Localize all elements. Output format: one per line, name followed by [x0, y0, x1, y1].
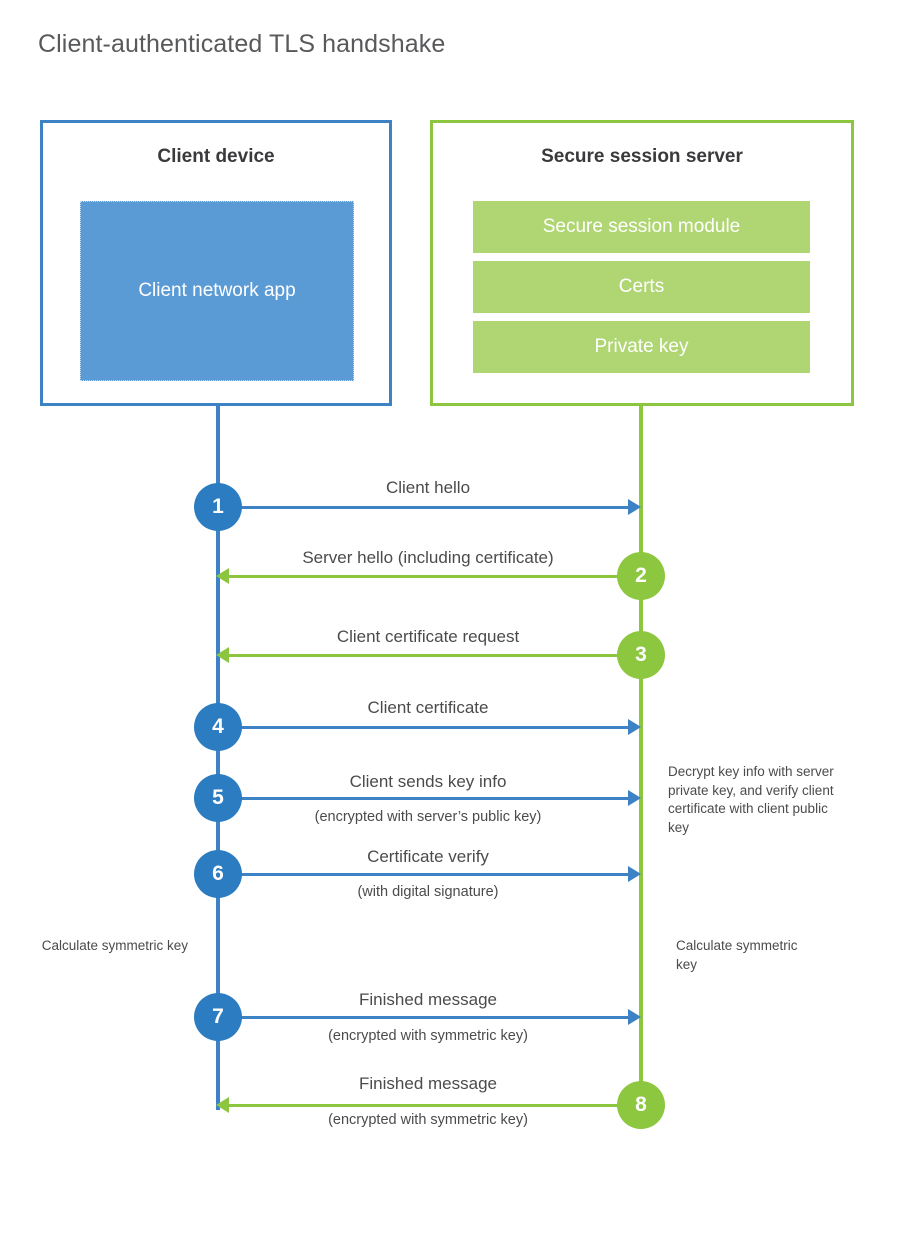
message-line-7: [218, 1016, 628, 1019]
annotation-client-calculate-symmetric-key: Calculate symmetric key: [41, 938, 188, 953]
message-line-8: [228, 1104, 641, 1107]
message-line-5: [218, 797, 628, 800]
secure-session-server-title: Secure session server: [541, 146, 743, 167]
server-lifeline: [639, 403, 643, 1107]
message-label-2: Server hello (including certificate): [302, 548, 554, 567]
message-label-5: Client sends key info: [349, 772, 507, 791]
message-label-6: Certificate verify: [367, 847, 489, 866]
client-network-app-block: Client network app: [80, 201, 354, 381]
step-badge-1[interactable]: 1: [194, 483, 242, 531]
arrow-head-right-7: [628, 1009, 641, 1025]
step-badge-3[interactable]: 3: [617, 631, 665, 679]
step-badge-5[interactable]: 5: [194, 774, 242, 822]
server-module-certs: Certs: [473, 261, 810, 313]
message-sublabel-5: (encrypted with server’s public key): [314, 809, 542, 825]
annotation-server-calculate-symmetric-key: Calculate symmetric key: [676, 938, 798, 972]
arrow-head-left-2: [216, 568, 229, 584]
message-line-1: [218, 506, 628, 509]
message-line-2: [228, 575, 641, 578]
message-label-3: Client certificate request: [336, 627, 520, 646]
message-line-6: [218, 873, 628, 876]
client-device-box: Client device Client network app: [40, 120, 392, 406]
arrow-head-right-6: [628, 866, 641, 882]
step-badge-4[interactable]: 4: [194, 703, 242, 751]
arrow-head-right-4: [628, 719, 641, 735]
message-sublabel-6: (with digital signature): [357, 884, 499, 900]
arrow-head-right-5: [628, 790, 641, 806]
secure-session-server-box: Secure session server Secure session mod…: [430, 120, 854, 406]
step-badge-7[interactable]: 7: [194, 993, 242, 1041]
message-line-4: [218, 726, 628, 729]
message-sublabel-8: (encrypted with symmetric key): [328, 1112, 528, 1128]
page-title: Client-authenticated TLS handshake: [38, 30, 446, 58]
client-lifeline: [216, 403, 220, 1110]
message-label-1: Client hello: [385, 478, 471, 497]
arrow-head-right-1: [628, 499, 641, 515]
server-module-secure-session-module: Secure session module: [473, 201, 810, 253]
message-sublabel-7: (encrypted with symmetric key): [328, 1028, 528, 1044]
message-label-7: Finished message: [359, 990, 497, 1009]
arrow-head-left-8: [216, 1097, 229, 1113]
client-device-title: Client device: [157, 146, 275, 167]
annotation-server-decrypt: Decrypt key info with server private key…: [668, 764, 834, 835]
step-badge-6[interactable]: 6: [194, 850, 242, 898]
arrow-head-left-3: [216, 647, 229, 663]
message-label-4: Client certificate: [367, 698, 489, 717]
server-module-private-key: Private key: [473, 321, 810, 373]
message-label-8: Finished message: [359, 1074, 497, 1093]
message-line-3: [228, 654, 641, 657]
step-badge-8[interactable]: 8: [617, 1081, 665, 1129]
step-badge-2[interactable]: 2: [617, 552, 665, 600]
